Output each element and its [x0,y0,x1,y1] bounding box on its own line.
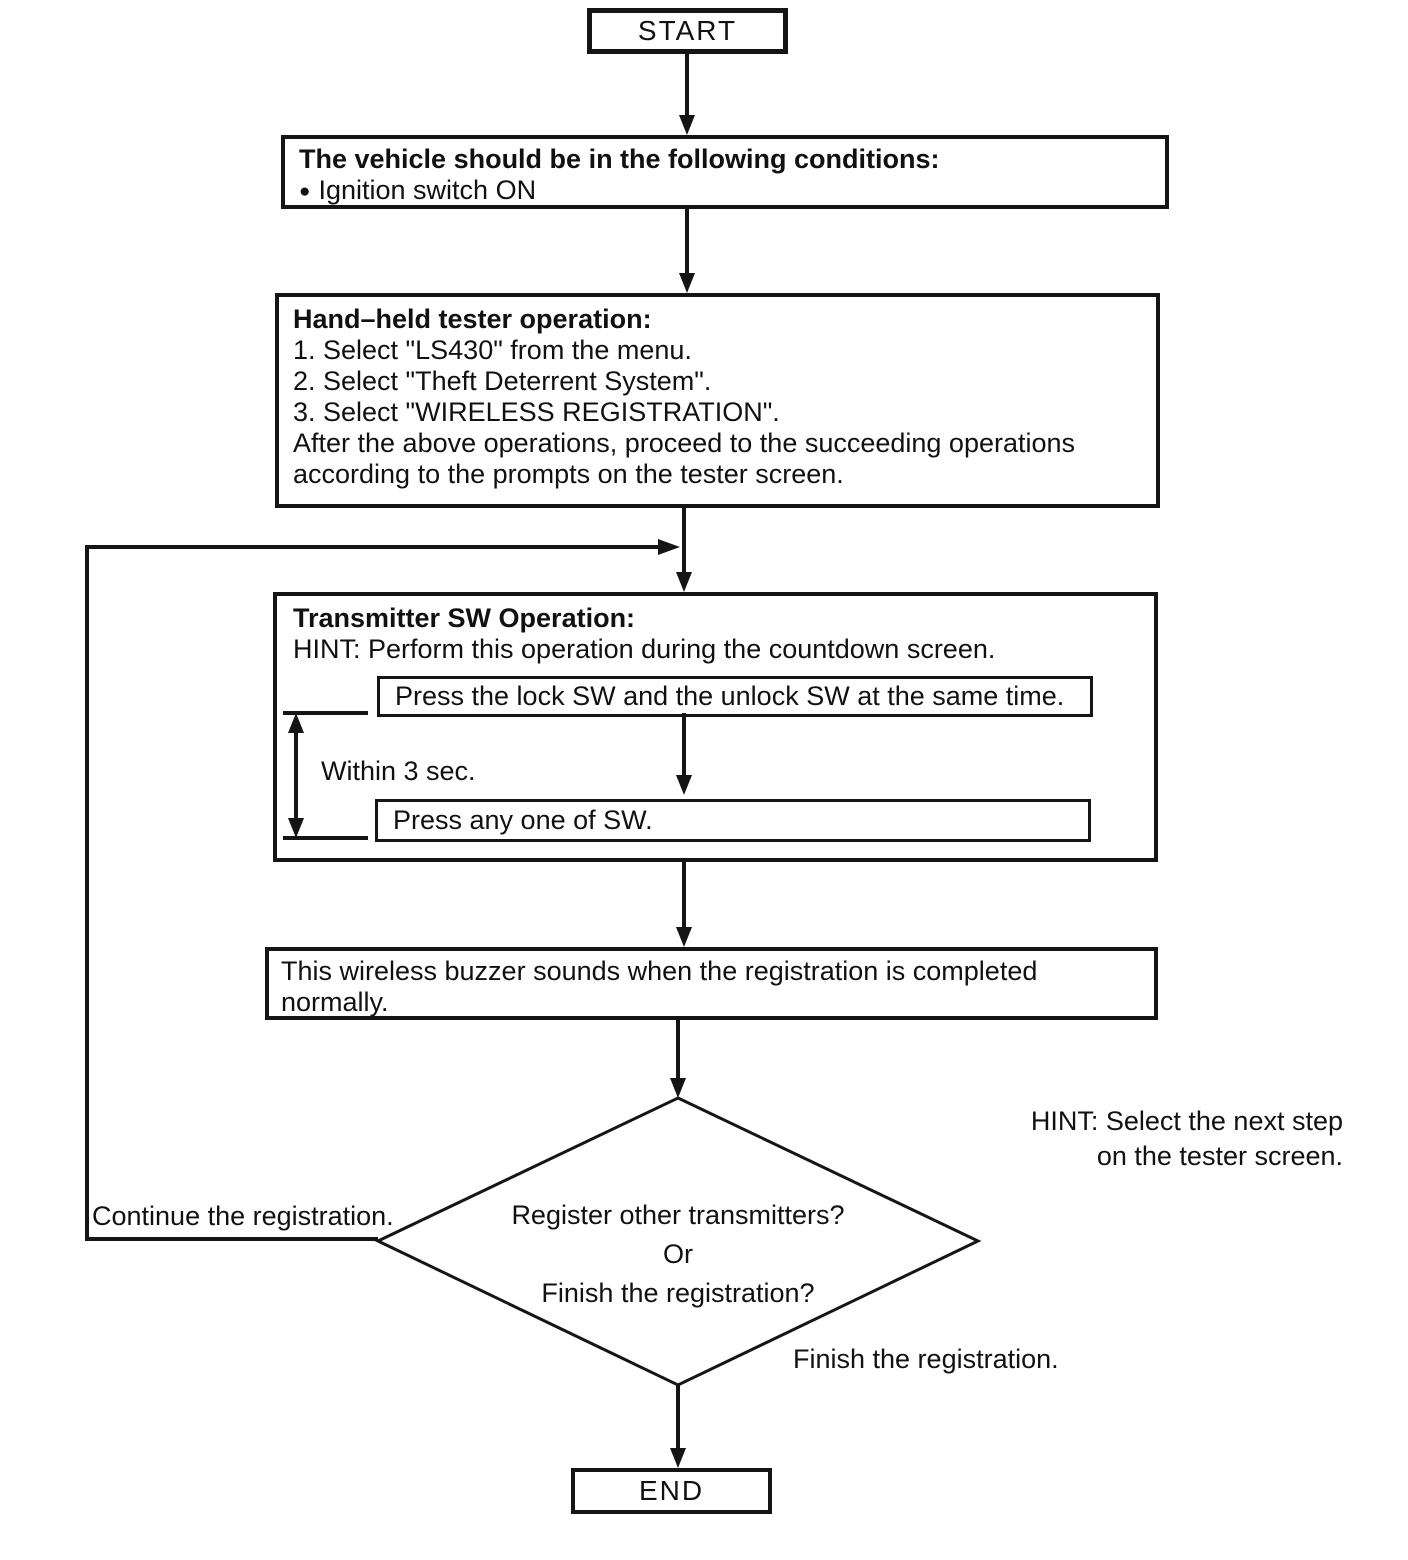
transmitter-title: Transmitter SW Operation: [293,603,636,633]
tester-step-2: 2. Select "Theft Deterrent System". [293,366,712,396]
vehicle-conditions-node: The vehicle should be in the following c… [281,135,1169,209]
finish-branch-label: Finish the registration. [793,1344,1059,1374]
tester-screen-hint-label: HINT: Select the next step on the tester… [1008,1104,1343,1174]
start-label: START [637,15,738,46]
tester-note-line2: according to the prompts on the tester s… [293,459,844,489]
conditions-item-text: Ignition switch ON [318,175,537,205]
arrow-buzzer-to-decision [670,1020,686,1098]
bullet-icon: ● [299,181,311,202]
tester-operation-node: Hand–held tester operation: 1. Select "L… [275,293,1160,508]
arrow-decision-to-end [670,1385,686,1468]
press-lock-unlock-text: Press the lock SW and the unlock SW at t… [395,681,1065,711]
hint-line1: HINT: Select the next step [1030,1106,1343,1136]
within-3-sec-label: Within 3 sec. [321,756,476,786]
hint-line2: on the tester screen. [1096,1141,1343,1171]
decision-line2: Or [663,1239,693,1269]
transmitter-hint: HINT: Perform this operation during the … [293,634,996,664]
press-lock-unlock-node: Press the lock SW and the unlock SW at t… [377,676,1093,717]
decision-node-text: Register other transmitters? Or Finish t… [478,1196,878,1313]
buzzer-node: This wireless buzzer sounds when the reg… [265,947,1158,1020]
start-node: START [587,8,788,54]
arrow-tester-to-transmitter [676,508,692,592]
end-node: END [571,1468,772,1514]
tester-title: Hand–held tester operation: [293,304,652,334]
tester-step-3: 3. Select "WIRELESS REGISTRATION". [293,397,780,427]
conditions-item: ● Ignition switch ON [299,175,1151,207]
end-label: END [638,1475,705,1506]
decision-line1: Register other transmitters? [511,1200,845,1230]
conditions-title: The vehicle should be in the following c… [299,144,940,174]
arrow-start-to-conditions [679,52,695,135]
arrow-transmitter-to-buzzer [676,862,692,947]
buzzer-line1: This wireless buzzer sounds when the reg… [281,956,1038,986]
arrow-conditions-to-tester [679,209,695,293]
buzzer-line2: normally. [281,987,389,1017]
press-any-sw-text: Press any one of SW. [393,805,653,835]
transmitter-operation-node: Transmitter SW Operation: HINT: Perform … [273,592,1158,862]
decision-line3: Finish the registration? [541,1278,815,1308]
tester-step-1: 1. Select "LS430" from the menu. [293,335,692,365]
continue-branch-label: Continue the registration. [92,1201,394,1231]
tester-note-line1: After the above operations, proceed to t… [293,428,1076,458]
press-any-sw-node: Press any one of SW. [375,799,1091,842]
